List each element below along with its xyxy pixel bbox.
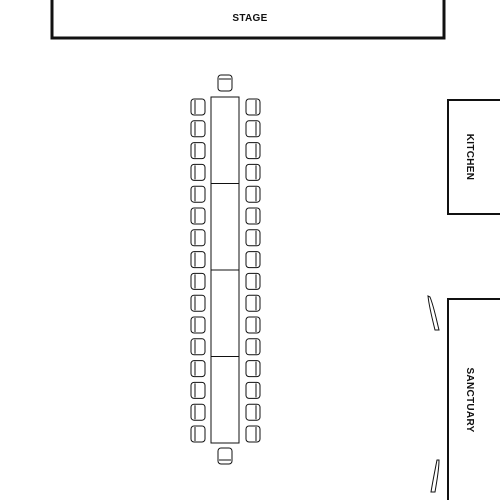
chair	[217, 447, 233, 465]
chair	[245, 142, 261, 160]
chairs-left-side	[190, 98, 206, 443]
chair	[190, 229, 206, 247]
chair	[245, 381, 261, 399]
chair	[245, 425, 261, 443]
chair	[245, 120, 261, 138]
chair	[190, 163, 206, 181]
chair	[245, 403, 261, 421]
table-section	[210, 269, 240, 357]
stage-area: STAGE	[50, 0, 446, 40]
stage-outline	[50, 0, 446, 40]
chair	[190, 403, 206, 421]
chair	[190, 272, 206, 290]
door-lower	[430, 459, 440, 493]
chair	[190, 185, 206, 203]
banquet-table	[210, 96, 240, 444]
chair	[245, 294, 261, 312]
chair	[245, 316, 261, 334]
chair	[245, 98, 261, 116]
chair	[190, 120, 206, 138]
chair	[190, 142, 206, 160]
chair	[190, 360, 206, 378]
chair	[190, 316, 206, 334]
chair	[245, 229, 261, 247]
chair	[245, 185, 261, 203]
sanctuary-outline	[447, 298, 500, 500]
chair	[245, 251, 261, 269]
chair	[245, 338, 261, 356]
chair	[190, 251, 206, 269]
chair	[245, 360, 261, 378]
door-upper	[427, 295, 440, 331]
kitchen-area: KITCHEN	[447, 99, 500, 215]
table-section	[210, 356, 240, 444]
kitchen-outline	[447, 99, 500, 215]
table-section	[210, 96, 240, 184]
head-chairs	[217, 74, 233, 465]
sanctuary-label: SANCTUARY	[464, 367, 475, 432]
chair	[190, 381, 206, 399]
chair	[245, 207, 261, 225]
chair	[217, 74, 233, 92]
chairs-right-side	[245, 98, 261, 443]
stage-label: STAGE	[232, 13, 267, 24]
chair	[190, 425, 206, 443]
chair	[245, 272, 261, 290]
chair	[190, 294, 206, 312]
kitchen-label: KITCHEN	[464, 134, 475, 181]
chair	[190, 338, 206, 356]
chair	[190, 98, 206, 116]
sanctuary-area: SANCTUARY	[447, 298, 500, 500]
table-section	[210, 183, 240, 271]
chair	[190, 207, 206, 225]
chair	[245, 163, 261, 181]
